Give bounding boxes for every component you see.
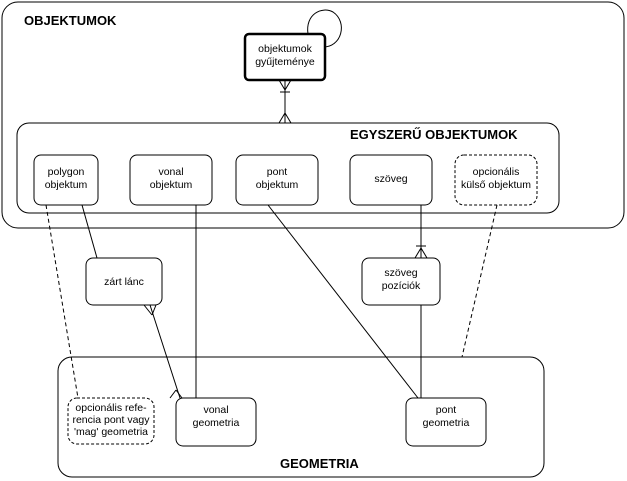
edge-pont-pontgeom xyxy=(267,204,419,399)
node-szoveg-label: szöveg xyxy=(374,173,407,185)
crowfoot-zl-right xyxy=(151,304,157,316)
region-egyszeru-title: EGYSZERŰ OBJEKTUMOK xyxy=(350,127,518,142)
node-opckulso-line1: opcionális xyxy=(473,166,520,178)
crowfoot-bottom-right xyxy=(284,112,292,124)
node-polygon-line1: polygon xyxy=(48,166,85,178)
crowfoot-bottom-left xyxy=(278,112,286,124)
node-opcionalis-referencia: opcionális refe-rencia pont vagy'mag' ge… xyxy=(67,397,155,445)
region-geometria-title: GEOMETRIA xyxy=(280,456,359,471)
node-opckulso-line2: külső objektum xyxy=(461,179,531,191)
edge-zartlanc-vonalgeom xyxy=(149,304,181,399)
node-opcref-line2: rencia pont vagy xyxy=(72,414,150,426)
node-zart-lanc: zárt lánc xyxy=(85,257,163,306)
crowfoot-sp-right xyxy=(420,247,428,259)
edge-opckulso-geometria xyxy=(461,204,498,358)
node-szoveg: szöveg xyxy=(349,154,433,206)
node-pontgeom-line1: pont xyxy=(436,404,457,416)
crowfoot-vg-left xyxy=(169,389,177,399)
node-pont-line1: pont xyxy=(267,166,288,178)
crowfoot-vg-right xyxy=(175,389,183,399)
svg-text:opcionális refe-rencia pont va: opcionális refe-rencia pont vagy'mag' ge… xyxy=(72,402,150,438)
edge-polygon-opcref xyxy=(45,204,79,399)
node-gyujtemeny-line2: gyűjteménye xyxy=(255,56,315,68)
node-pontgeom-line2: geometria xyxy=(423,417,470,429)
crowfoot-top-right xyxy=(284,79,292,91)
crowfoot-zl-left xyxy=(143,304,153,316)
node-vonalgeom-line2: geometria xyxy=(193,417,240,429)
node-gyujtemeny-line1: objektumok xyxy=(258,43,312,55)
node-polygon-line2: objektum xyxy=(45,179,88,191)
node-opcref-line1: opcionális refe- xyxy=(75,402,147,414)
node-opcref-line3: 'mag' geometria xyxy=(74,426,148,438)
crowfoot-sp-left xyxy=(414,247,422,259)
node-vonal-line2: objektum xyxy=(150,179,193,191)
crowfoot-top-left xyxy=(278,79,286,91)
node-szovegpoz-line1: szöveg xyxy=(384,267,417,279)
node-vonalgeom-line1: vonal xyxy=(203,404,228,416)
edge-polygon-zartlanc xyxy=(81,204,98,259)
node-pont-line2: objektum xyxy=(256,179,299,191)
node-zartlanc-label: zárt lánc xyxy=(104,276,144,288)
region-geometria xyxy=(57,356,545,478)
node-vonal-line1: vonal xyxy=(158,166,183,178)
self-loop-edge xyxy=(307,9,342,48)
node-szovegpoz-line2: pozíciók xyxy=(382,280,421,292)
region-objektumok-title: OBJEKTUMOK xyxy=(24,13,117,28)
